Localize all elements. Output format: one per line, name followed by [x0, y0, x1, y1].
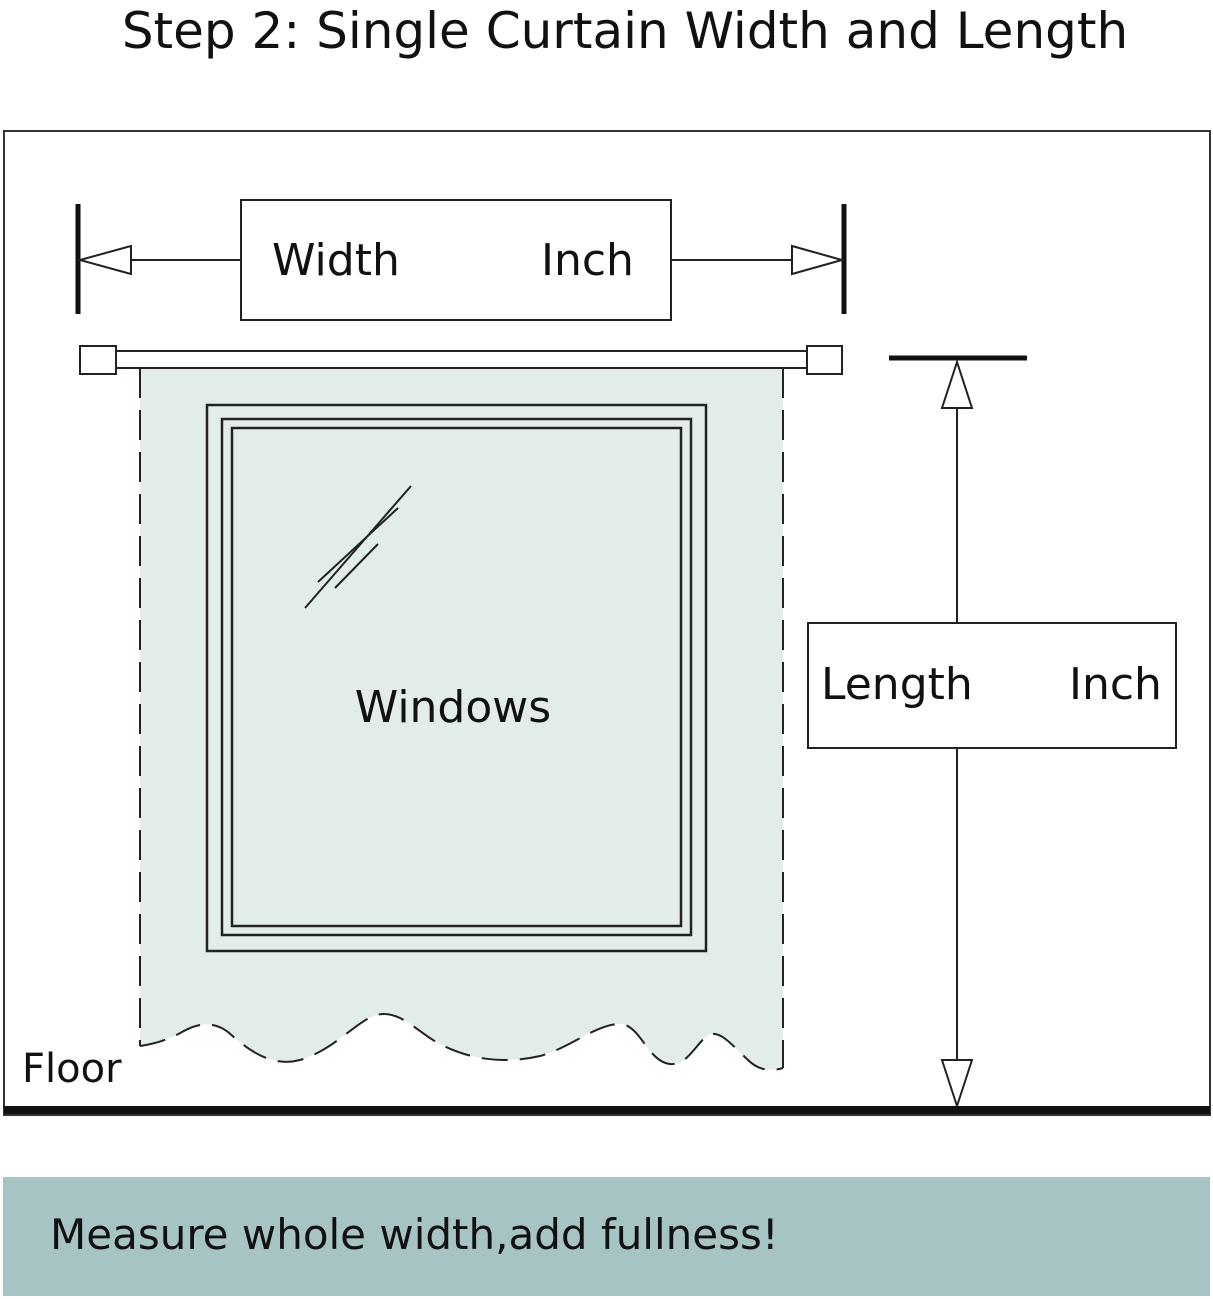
window-outer-frame: [205, 403, 708, 953]
glass-reflection-2: [317, 507, 399, 583]
window-label: Windows: [355, 682, 551, 733]
curtain-bottom-hem: [139, 1012, 784, 1071]
glass-reflection-1: [304, 485, 412, 609]
rod-end-left: [79, 345, 117, 375]
glass-reflection-3: [334, 543, 379, 589]
width-unit: Inch: [541, 235, 634, 286]
window-inner-frame: [230, 426, 683, 928]
length-label: Length: [821, 659, 973, 710]
width-arrow-left: [76, 244, 132, 276]
length-arrow-up: [940, 358, 974, 409]
width-input-box: [240, 199, 672, 321]
wall-frame: [3, 130, 1211, 1116]
length-unit: Inch: [1069, 659, 1162, 710]
length-input-box: [807, 622, 1177, 749]
curtain-rod: [115, 350, 808, 369]
footer-banner: [3, 1177, 1210, 1296]
floor-label: Floor: [22, 1046, 122, 1092]
rod-end-right: [806, 345, 843, 375]
length-arrow-down: [940, 1059, 974, 1110]
curtain-panel: [140, 368, 783, 1070]
diagram-title: Step 2: Single Curtain Width and Length: [122, 2, 1128, 60]
width-arrow-right: [791, 244, 846, 276]
footer-note: Measure whole width,add fullness!: [50, 1210, 779, 1259]
width-label: Width: [272, 235, 400, 286]
window-middle-frame: [220, 417, 693, 937]
